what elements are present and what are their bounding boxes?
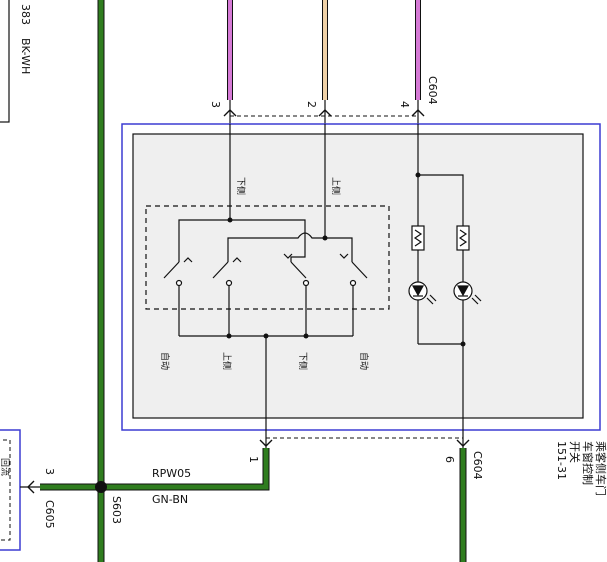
label-up-top: 上侧 xyxy=(330,177,342,195)
junction-dot xyxy=(263,333,269,339)
bottom-wires: S603 RPW05 GN-BN xyxy=(40,448,467,562)
window-switch-assembly xyxy=(145,124,390,448)
contact-icon xyxy=(175,279,183,287)
left-module-label: 回流 xyxy=(0,458,11,476)
pin-1-label: 1 xyxy=(247,456,260,463)
label-up-bottom: 上侧 xyxy=(221,352,233,370)
connector-arrow-icon xyxy=(456,439,470,447)
pin-6-label: 6 xyxy=(443,456,456,463)
contact-icon xyxy=(225,279,233,287)
module-inner-box xyxy=(132,133,584,419)
contact-icon xyxy=(302,279,310,287)
wire-383-label: 383 xyxy=(19,4,32,25)
contact-icon xyxy=(349,279,357,287)
junction-dot xyxy=(226,333,232,339)
splice-dot xyxy=(95,481,107,493)
connector-c604-top-label: C604 xyxy=(426,76,439,105)
label-auto-left: 自动 xyxy=(159,352,171,370)
resistor-icon xyxy=(456,225,470,251)
label-auto-right: 自动 xyxy=(358,352,370,370)
connector-c605-label: C605 xyxy=(43,500,56,529)
left-module: 回流 3 C605 xyxy=(0,429,56,551)
connector-arrow-icon xyxy=(411,109,425,117)
connector-arrow-icon xyxy=(223,109,237,117)
junction-dot xyxy=(227,217,233,223)
switch-dashed-group xyxy=(145,205,390,310)
wire-gn-bn-label: GN-BN xyxy=(152,493,188,506)
actuator-icon xyxy=(339,253,349,259)
component-line3: 开关 xyxy=(568,441,582,463)
resistor-icon xyxy=(411,225,425,251)
pin-3-label: 3 xyxy=(209,101,222,108)
top-wires xyxy=(227,0,421,100)
actuator-icon xyxy=(232,257,242,263)
left-box: 383 BK-WH xyxy=(0,0,32,123)
top-connector: 3 2 4 C604 xyxy=(209,76,439,124)
pin-2-label: 2 xyxy=(305,101,318,108)
component-line2: 车窗控制 xyxy=(581,441,595,485)
actuator-icon xyxy=(183,257,193,263)
junction-dot xyxy=(415,172,421,178)
pin-c605-3-label: 3 xyxy=(43,468,56,475)
pin-4-label: 4 xyxy=(398,101,411,108)
connector-c604-bottom-label: C604 xyxy=(471,451,484,480)
label-down-top: 下侧 xyxy=(235,177,247,195)
wire-rpw05-label: RPW05 xyxy=(152,467,191,480)
component-caption: 乘客侧车门 车窗控制 开关 151-31 xyxy=(555,441,607,496)
bottom-connector: 1 6 C604 xyxy=(247,437,484,480)
splice-s603-label: S603 xyxy=(110,496,123,524)
junction-dot xyxy=(303,333,309,339)
label-down-bottom: 下侧 xyxy=(297,352,309,370)
component-title: 乘客侧车门 xyxy=(594,441,607,496)
component-ref: 151-31 xyxy=(555,441,568,480)
actuator-icon xyxy=(283,253,293,259)
junction-dot xyxy=(322,235,328,241)
wire-bk-wh-label: BK-WH xyxy=(19,38,32,74)
connector-arrow-icon xyxy=(259,439,273,447)
connector-arrow-icon xyxy=(318,109,332,117)
junction-dot xyxy=(460,341,466,347)
illumination-circuit xyxy=(408,124,482,448)
